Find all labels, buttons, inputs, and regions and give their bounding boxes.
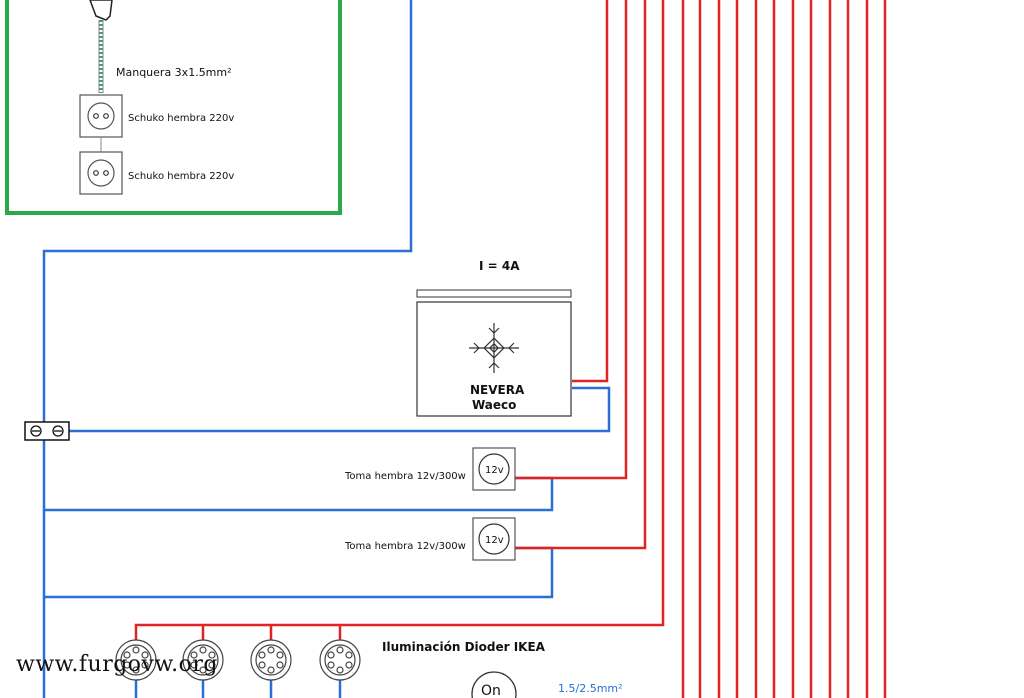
outlet-icon [472, 517, 516, 561]
manguera-label: Manquera 3x1.5mm² [116, 66, 232, 79]
fridge-lid [416, 289, 572, 298]
positive-wires [134, 0, 887, 698]
on-switch-label: On [481, 683, 501, 698]
led-puck-icon [115, 639, 157, 681]
schuko-1-label: Schuko hembra 220v [128, 113, 234, 124]
outlet-icon [472, 447, 516, 491]
wire-gauge-label: 1.5/2.5mm² [558, 682, 623, 695]
led-puck-icon [319, 639, 361, 681]
fridge-brand: Waeco [472, 398, 516, 412]
socket-2-label: Toma hembra 12v/300w [344, 541, 466, 552]
schuko-outlet-icon [79, 151, 123, 195]
socket-1-badge: 12v [485, 465, 504, 476]
ac-panel-border [5, 0, 342, 215]
fridge-name: NEVERA [470, 383, 525, 397]
current-label: I = 4A [479, 259, 520, 273]
watermark: www.furgovw.org [16, 652, 219, 677]
lighting-label: Iluminación Dioder IKEA [382, 640, 546, 654]
schuko-2-label: Schuko hembra 220v [128, 171, 234, 182]
snowflake-icon [469, 323, 519, 373]
on-switch-icon [471, 671, 517, 698]
plug-icon [89, 0, 113, 21]
socket-2-badge: 12v [485, 535, 504, 546]
socket-1-label: Toma hembra 12v/300w [344, 471, 466, 482]
terminal-block-icon [24, 421, 70, 441]
schuko-outlet-icon [79, 94, 123, 138]
led-puck-icon [182, 639, 224, 681]
led-puck-icon [250, 639, 292, 681]
